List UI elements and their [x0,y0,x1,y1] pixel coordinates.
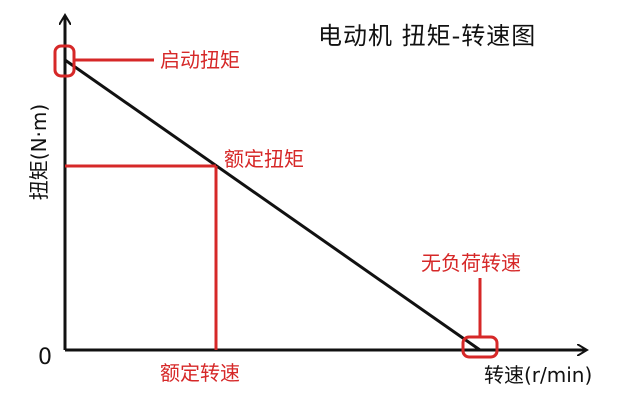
starting-torque-label: 启动扭矩 [160,48,240,72]
torque-speed-line [64,58,481,352]
rated-speed-label: 额定转速 [160,361,240,385]
no-load-speed-label: 无负荷转速 [421,251,521,275]
rated-torque-label: 额定扭矩 [224,147,304,171]
diagram-title: 电动机 扭矩-转速图 [318,22,536,50]
y-axis-label: 扭矩(N·m) [27,104,51,200]
origin-label: 0 [38,345,52,370]
x-axis-label: 转速(r/min) [484,363,592,387]
